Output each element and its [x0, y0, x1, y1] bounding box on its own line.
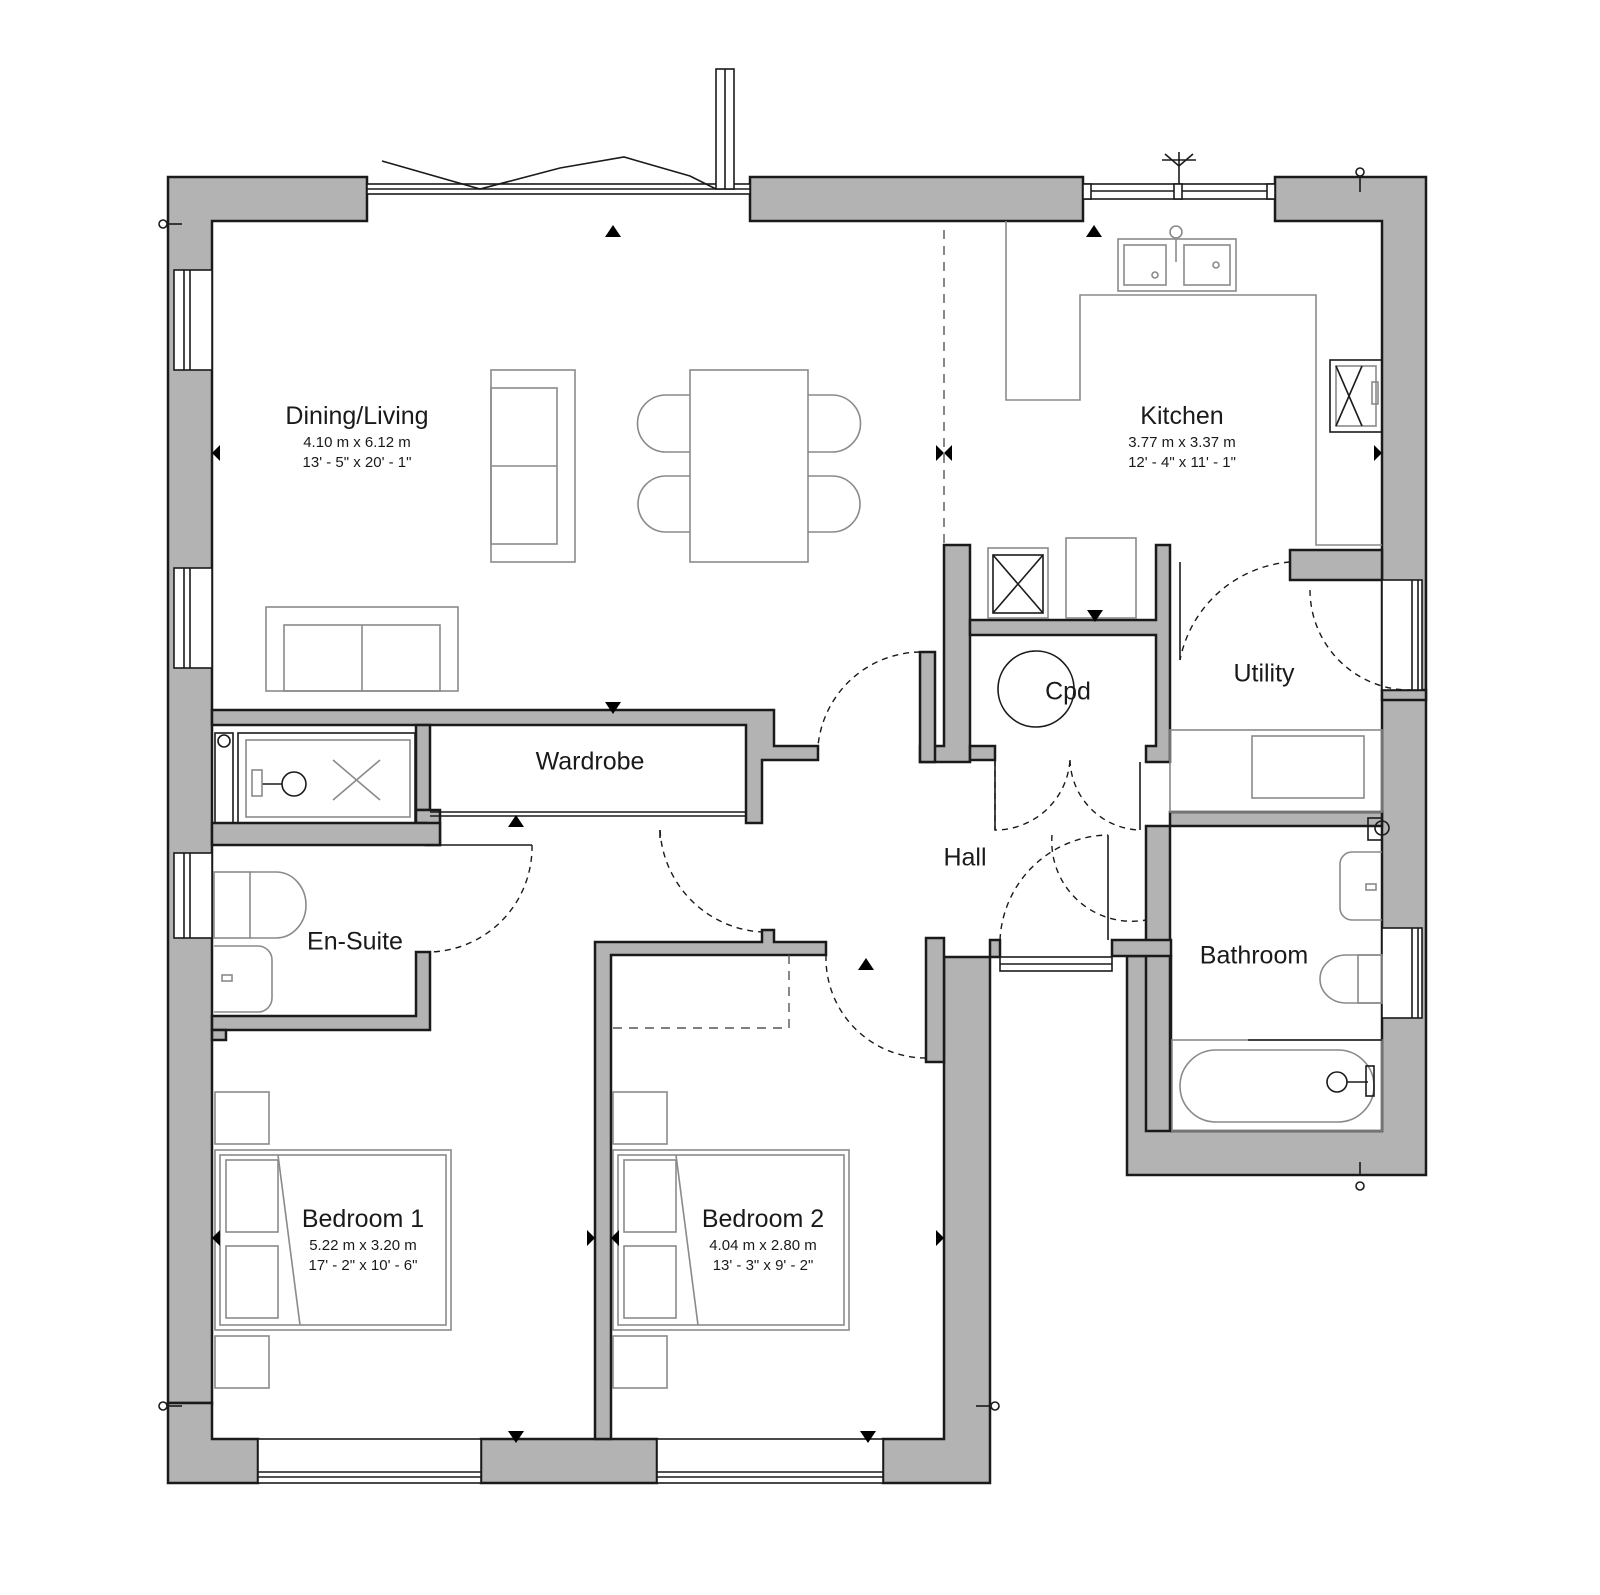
bathroom-label: Bathroom — [1199, 941, 1309, 970]
room-size-metric: 3.77 m x 3.37 m — [1128, 434, 1236, 451]
external-markers — [158, 167, 1365, 1411]
window-icon — [173, 852, 213, 939]
room-size-imperial: 13' - 5" x 20' - 1" — [302, 454, 412, 471]
furniture — [213, 221, 1390, 1389]
window-icon — [1082, 183, 1276, 200]
window-icon — [1381, 927, 1423, 1019]
windows — [173, 68, 1423, 1484]
shower-icon — [237, 732, 416, 824]
washing-machine-icon — [1251, 735, 1365, 799]
room-name: Bedroom 1 — [301, 1205, 425, 1233]
wardrobe-label: Wardrobe — [535, 747, 645, 776]
door-swing-icon — [429, 844, 533, 953]
dimension-arrow-icon — [611, 1230, 619, 1246]
dimension-arrow-icon — [860, 1431, 876, 1443]
room-size-imperial: 12' - 4" x 11' - 1" — [1128, 454, 1236, 471]
en-suite-label: En-Suite — [307, 927, 403, 956]
utility-label: Utility — [1233, 659, 1295, 688]
window-icon — [173, 269, 213, 371]
bath-icon — [1171, 1039, 1383, 1132]
dimension-arrow-icon — [944, 445, 952, 461]
dimension-arrow-icon — [936, 1230, 944, 1246]
bedside-table — [214, 1335, 270, 1389]
dimension-arrow-icon — [1087, 610, 1103, 622]
room-label-dining-living: Dining/Living 4.10 m x 6.12 m 13' - 5" x… — [285, 402, 429, 471]
window-icon — [656, 1438, 884, 1484]
bedside-table — [612, 1335, 668, 1389]
dimension-arrow-icon — [1374, 445, 1382, 461]
wc-icon — [213, 871, 307, 939]
sink-icon — [1117, 225, 1237, 292]
room-size-metric: 5.22 m x 3.20 m — [309, 1237, 417, 1254]
door-swings — [429, 561, 1411, 1059]
extractor-fan-icon — [1162, 152, 1196, 184]
utility-counter — [1169, 729, 1383, 813]
window-icon — [173, 567, 213, 669]
dimension-arrow-icon — [508, 815, 524, 827]
bedroom-2-alcove — [611, 955, 790, 1029]
dimension-arrow-icon — [212, 1230, 220, 1246]
cooker-icon — [1329, 359, 1383, 433]
basin-icon — [214, 945, 273, 1013]
dimension-arrow-icon — [508, 1431, 524, 1443]
room-name: Dining/Living — [285, 402, 429, 430]
door-swing-icon — [1179, 561, 1411, 691]
room-label-bedroom-2: Bedroom 2 4.04 m x 2.80 m 13' - 3" x 9' … — [701, 1205, 825, 1274]
room-size-metric: 4.10 m x 6.12 m — [303, 434, 411, 451]
dimension-arrow-icon — [936, 445, 944, 461]
dimension-arrow-icon — [605, 225, 621, 237]
room-size-metric: 4.04 m x 2.80 m — [709, 1237, 817, 1254]
hall-label: Hall — [943, 843, 987, 872]
bed-icon — [214, 1149, 452, 1331]
appliance-unit — [1065, 537, 1137, 619]
room-name: Bedroom 2 — [701, 1205, 825, 1233]
dining-table-icon — [636, 369, 862, 563]
interior-walls — [210, 543, 1428, 1441]
door-swing-icon — [994, 759, 1141, 831]
cupboard-label: Cpd — [1045, 677, 1091, 706]
radiator-icon — [1367, 817, 1383, 841]
dimension-arrow-icon — [587, 1230, 595, 1246]
sofa-icon — [265, 606, 459, 692]
dimension-arrow-icon — [1086, 225, 1102, 237]
dimension-arrow-icon — [212, 445, 220, 461]
basin-icon — [1339, 851, 1382, 921]
door-swing-icon — [999, 834, 1147, 941]
bedside-table — [612, 1091, 668, 1145]
heated-rail-icon — [217, 734, 231, 748]
room-size-imperial: 17' - 2" x 10' - 6" — [308, 1257, 418, 1274]
dimension-arrow-icon — [605, 702, 621, 714]
dimension-markers — [212, 225, 1382, 1443]
dimension-arrow-icon — [858, 958, 874, 970]
boiler-icon — [987, 547, 1049, 619]
door-swing-icon — [817, 651, 921, 747]
door-swing-icon — [825, 954, 927, 1059]
sofa-icon — [490, 369, 576, 563]
door-swing-icon — [659, 829, 763, 933]
window-icon — [257, 1438, 482, 1484]
kitchen-counters — [1005, 221, 1383, 546]
room-label-bedroom-1: Bedroom 1 5.22 m x 3.20 m 17' - 2" x 10'… — [301, 1205, 425, 1274]
room-label-kitchen: Kitchen 3.77 m x 3.37 m 12' - 4" x 11' -… — [1128, 402, 1236, 471]
cylinder-icon — [997, 650, 1075, 728]
room-size-imperial: 13' - 3" x 9' - 2" — [712, 1257, 814, 1274]
bifold-door-icon — [366, 68, 751, 195]
window-icon — [1381, 579, 1423, 691]
room-name: Kitchen — [1140, 402, 1224, 430]
wc-icon — [1319, 954, 1383, 1004]
shower-valve-icon — [214, 732, 234, 824]
bedside-table — [214, 1091, 270, 1145]
